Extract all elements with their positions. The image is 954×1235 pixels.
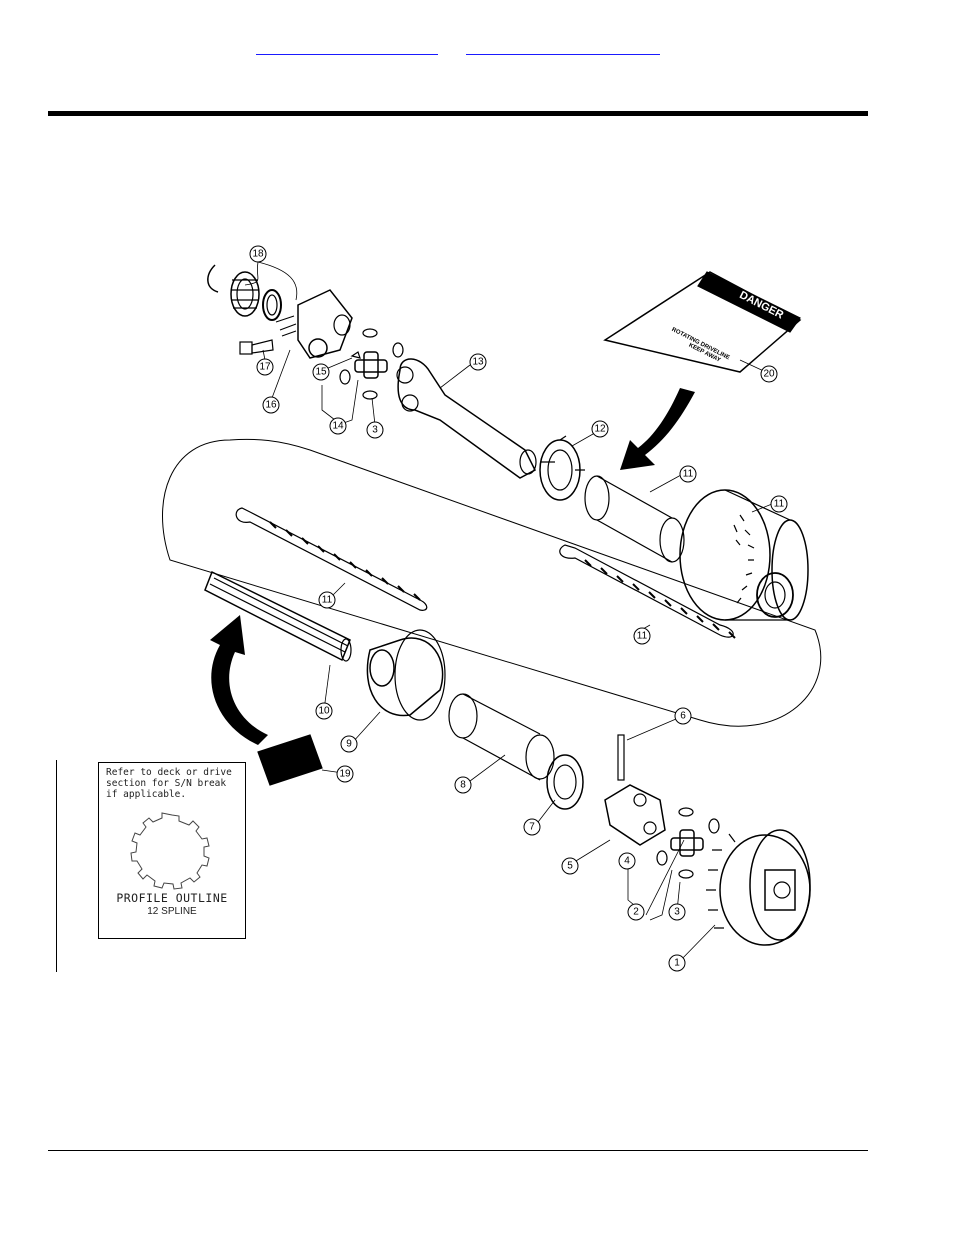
assembly-outline — [162, 438, 822, 727]
callout-11-lower: 11 — [633, 627, 651, 645]
svg-text:5: 5 — [567, 861, 573, 872]
part-21-decal — [257, 734, 323, 786]
svg-text:8: 8 — [460, 780, 466, 791]
part-22-danger-decal — [603, 271, 802, 373]
part-7-bearing-ring — [546, 754, 584, 810]
svg-text:15: 15 — [315, 367, 327, 378]
callout-12: 11 — [770, 495, 788, 513]
callout-8: 8 — [454, 776, 472, 794]
inset-note: Refer to deck or drive section for S/N b… — [106, 767, 232, 800]
part-18-yoke — [275, 289, 353, 359]
inset-subtitle: 12 SPLINE — [147, 906, 197, 917]
callout-19: 17 — [256, 358, 274, 376]
callout-5: 5 — [561, 857, 579, 875]
callout-15: 13 — [469, 353, 487, 371]
spline-profile-inset: Refer to deck or drive section for S/N b… — [98, 762, 246, 939]
callout-6: 6 — [674, 707, 692, 725]
part-11-chain-upper — [235, 507, 428, 611]
part-2-cross-kit-bottom — [656, 807, 720, 879]
svg-text:16: 16 — [265, 400, 277, 411]
callout-9: 9 — [340, 735, 358, 753]
svg-text:3: 3 — [372, 425, 378, 436]
svg-text:11: 11 — [637, 631, 648, 642]
svg-text:20: 20 — [763, 369, 775, 380]
part-16-cross-kit-top — [339, 328, 404, 400]
callout-3-top: 3 — [366, 421, 384, 439]
part-10-splined-shaft — [204, 570, 352, 662]
part-6-pin — [617, 734, 625, 781]
arrow-decal-22 — [620, 388, 695, 470]
part-13-inner-shield — [584, 475, 685, 563]
callout-1: 1 — [668, 954, 686, 972]
svg-text:13: 13 — [472, 357, 484, 368]
callout-13: 11 — [679, 465, 697, 483]
svg-text:19: 19 — [339, 769, 351, 780]
callout-18: 16 — [262, 396, 280, 414]
svg-text:14: 14 — [332, 421, 344, 432]
svg-text:7: 7 — [529, 822, 535, 833]
header-rule — [48, 111, 868, 116]
part-20-bearing-kit — [207, 264, 282, 321]
svg-text:11: 11 — [774, 499, 785, 510]
svg-text:12: 12 — [594, 424, 606, 435]
part-9-cone-guard — [366, 629, 446, 721]
callout-17: 15 — [312, 363, 330, 381]
callout-16: 14 — [329, 417, 347, 435]
svg-text:3: 3 — [674, 907, 680, 918]
nav-link-previous[interactable] — [256, 38, 438, 55]
callout-14: 12 — [591, 420, 609, 438]
svg-text:17: 17 — [259, 362, 271, 373]
callout-10: 10 — [315, 702, 333, 720]
svg-text:6: 6 — [680, 711, 686, 722]
part-8-outer-shield — [448, 693, 555, 781]
part-14-bearing-ring — [539, 435, 585, 501]
margin-bar — [56, 760, 57, 972]
part-12-outer-cone — [679, 489, 809, 621]
callout-3-bottom: 3 — [668, 903, 686, 921]
svg-text:10: 10 — [318, 706, 330, 717]
danger-decal-line-1: ROTATING DRIVELINE — [671, 327, 731, 361]
svg-text:2: 2 — [633, 907, 639, 918]
svg-text:4: 4 — [624, 856, 630, 867]
callout-21: 19 — [336, 765, 354, 783]
part-15-inner-yoke-tube — [396, 358, 537, 479]
nav-link-next[interactable] — [466, 38, 660, 55]
svg-text:11: 11 — [683, 469, 694, 480]
svg-text:18: 18 — [252, 249, 264, 260]
callout-20: 18 — [249, 245, 267, 263]
svg-text:11: 11 — [322, 595, 333, 606]
arrow-decal-21 — [210, 615, 268, 745]
callout-11-upper: 11 — [318, 591, 336, 609]
part-1-slip-clutch — [706, 829, 811, 946]
part-5-yoke — [604, 784, 666, 846]
part-19-bolt — [239, 339, 274, 355]
svg-text:1: 1 — [674, 958, 680, 969]
part-11-chain-lower — [559, 544, 736, 639]
inset-title: PROFILE OUTLINE — [116, 891, 228, 905]
spline-outline-icon — [130, 812, 210, 890]
callout-7: 7 — [523, 818, 541, 836]
callout-22: 20 — [760, 365, 778, 383]
svg-text:9: 9 — [346, 739, 352, 750]
callout-4: 4 — [618, 852, 636, 870]
footer-rule — [48, 1150, 868, 1151]
callout-2: 2 — [627, 903, 645, 921]
